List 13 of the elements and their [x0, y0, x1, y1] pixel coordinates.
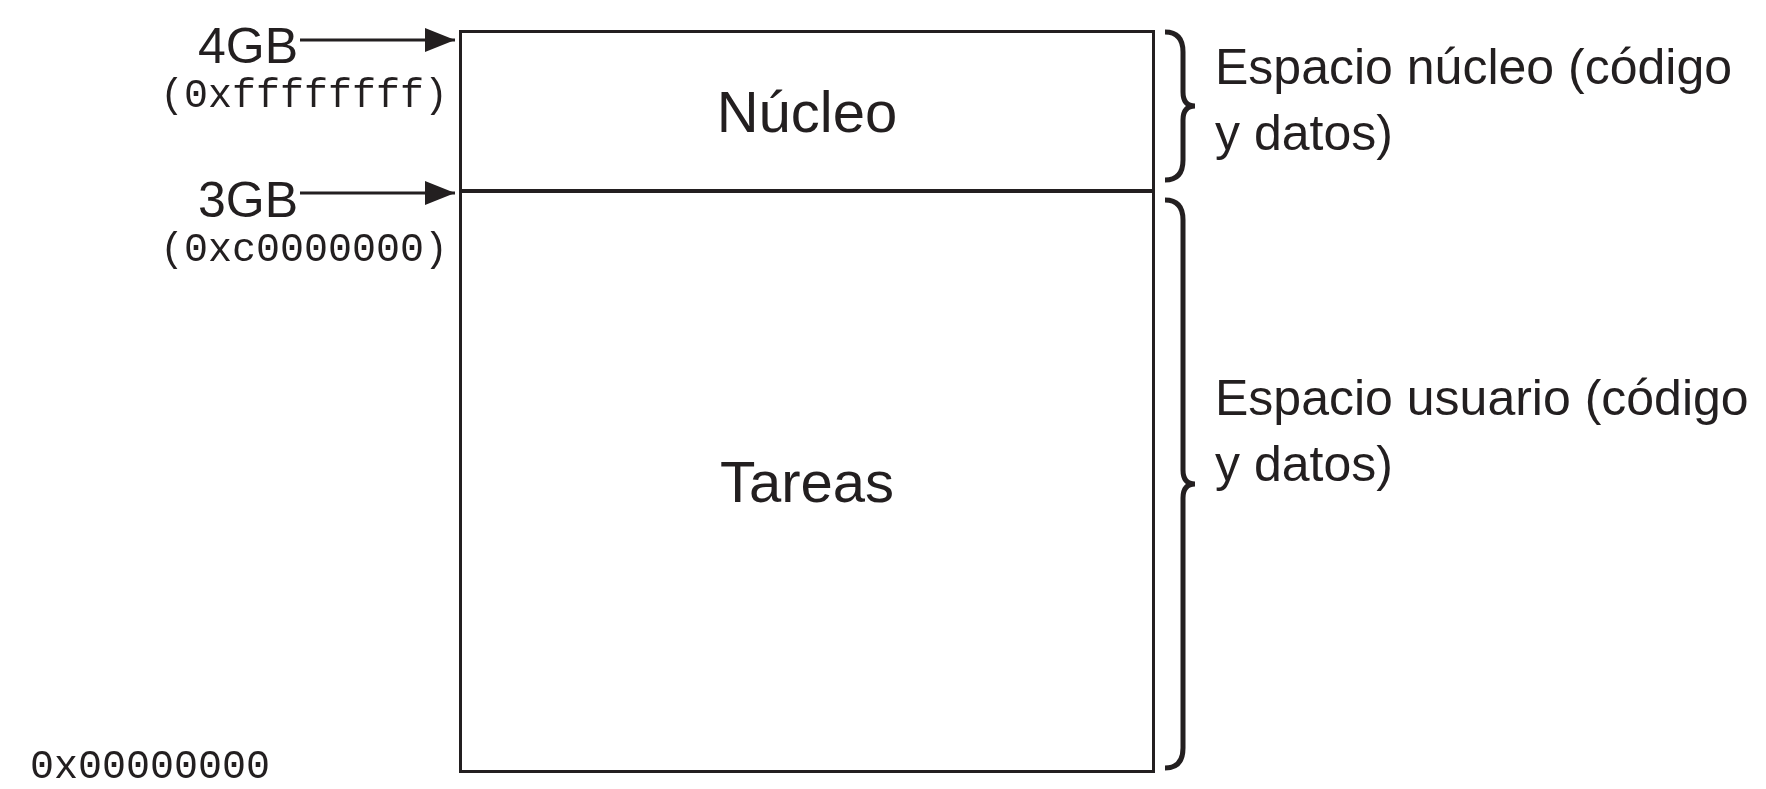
region-label: Tareas: [719, 448, 895, 515]
hex-address-label: (0xc0000000): [158, 228, 448, 273]
region-description: Espacio usuario (código y datos): [1215, 369, 1750, 494]
hex-address-label: 0x00000000: [30, 745, 272, 789]
region-label: Núcleo: [716, 77, 898, 145]
memory-region-box: [459, 190, 1155, 773]
address-size-label: 3GB: [196, 172, 298, 228]
address-size-label: 4GB: [196, 18, 298, 74]
memory-region-box: [459, 30, 1155, 192]
arrow: [300, 181, 455, 205]
hex-address-label: (0xffffffff): [158, 74, 448, 119]
region-description: Espacio núcleo (código y datos): [1215, 38, 1733, 163]
arrow: [300, 28, 455, 52]
